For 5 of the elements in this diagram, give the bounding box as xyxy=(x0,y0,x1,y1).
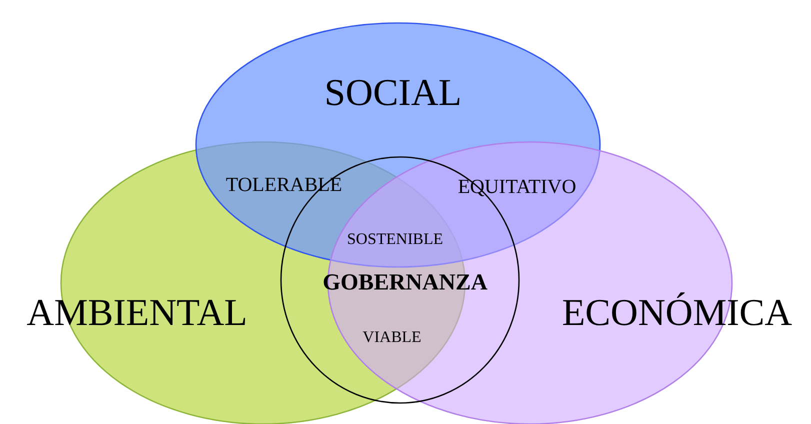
overlap-label: SOSTENIBLE xyxy=(347,232,443,248)
set-label: SOCIAL xyxy=(324,74,462,112)
set-label: GOBERNANZA xyxy=(322,270,488,294)
overlap-label: VIABLE xyxy=(362,330,422,346)
set-label: ECONÓMICA xyxy=(562,294,792,332)
